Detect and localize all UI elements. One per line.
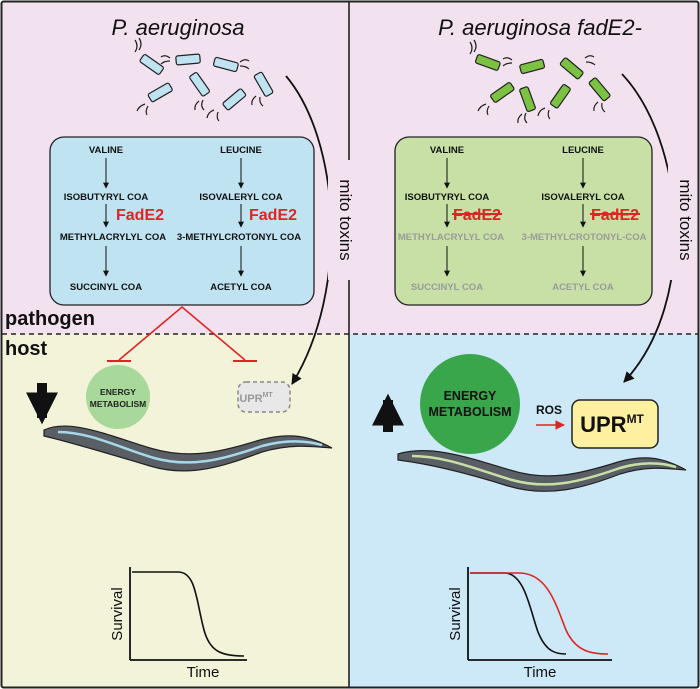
wt-enzyme-b: FadE2	[249, 207, 297, 224]
wt-energy-line2: METABOLISM	[90, 399, 147, 409]
wt-upr-sup: MT	[263, 392, 274, 399]
wt-acetyl: ACETYL COA	[210, 282, 272, 293]
wt-isobutyryl: ISOBUTYRYL COA	[64, 192, 149, 203]
wt-bacteria-cluster	[134, 37, 274, 122]
right-panel-title: P. aeruginosa fadE2-	[438, 15, 642, 40]
mutant-succinyl: SUCCINYL COA	[411, 282, 483, 293]
mutant-mito-toxins-label-bg	[668, 160, 690, 280]
mutant-survival-ylabel: Survival	[447, 587, 464, 640]
mutant-enzyme-b: FadE2	[591, 207, 639, 224]
mutant-mito-toxins-label: mito toxins	[676, 179, 695, 260]
left-panel-title: P. aeruginosa	[112, 15, 245, 40]
mutant-methylcrotonyl: 3-METHYLCROTONYL-COA	[522, 232, 647, 243]
inhibition-lines	[118, 305, 246, 361]
mutant-upr-base: UPR	[580, 412, 627, 437]
mutant-survival-xlabel: Time	[524, 664, 557, 681]
mutant-energy-line2: METABOLISM	[428, 405, 511, 419]
mutant-leucine: LEUCINE	[562, 145, 604, 156]
wt-energy-metabolism-circle	[86, 365, 150, 429]
wt-methylacrylyl: METHYLACRYLYL COA	[60, 232, 166, 243]
ros-label: ROS	[536, 403, 562, 417]
mutant-isovaleryl: ISOVALERYL COA	[541, 192, 624, 203]
wt-upr-base: UPR	[239, 393, 262, 405]
mutant-survival-curve-wt	[470, 572, 567, 655]
mutant-pathway-box	[394, 136, 653, 306]
wt-upr-box	[237, 381, 291, 413]
mutant-upr-sup: MT	[627, 412, 645, 426]
host-label: host	[5, 338, 48, 360]
mutant-energy-metabolism-circle	[420, 354, 520, 454]
mutant-survival-curve-fadE2	[470, 572, 609, 655]
mutant-valine: VALINE	[430, 145, 464, 156]
mutant-upr-box	[571, 399, 659, 449]
mutant-methylacrylyl: METHYLACRYLYL COA	[398, 232, 504, 243]
wt-succinyl: SUCCINYL COA	[70, 282, 142, 293]
mutant-enzyme-a: FadE2	[453, 207, 501, 224]
wt-mito-toxins-label-bg	[328, 160, 350, 280]
host-right-background	[349, 334, 698, 687]
wt-survival-xlabel: Time	[187, 664, 220, 681]
mutant-worm-icon	[397, 450, 687, 492]
mutant-acetyl: ACETYL COA	[552, 282, 614, 293]
mutant-energy-line1: ENERGY	[444, 389, 497, 403]
wt-survival-plot: Survival Time	[109, 567, 247, 681]
wt-mito-toxins-label: mito toxins	[336, 179, 355, 260]
pathogen-label: pathogen	[5, 308, 95, 330]
wt-pathway-box	[49, 136, 315, 306]
wt-methylcrotonyl: 3-METHYLCROTONYL COA	[177, 232, 301, 243]
wt-upr-label: UPRMT	[239, 392, 273, 405]
wt-worm-icon	[43, 425, 333, 472]
wt-enzyme-a: FadE2	[116, 207, 164, 224]
mutant-bacteria-cluster	[469, 39, 611, 124]
wt-isovaleryl: ISOVALERYL COA	[199, 192, 282, 203]
mutant-isobutyryl: ISOBUTYRYL COA	[405, 192, 490, 203]
wt-survival-ylabel: Survival	[109, 587, 126, 640]
wt-leucine: LEUCINE	[220, 145, 262, 156]
host-left-background	[2, 334, 349, 687]
wt-survival-curve	[132, 571, 245, 657]
mutant-survival-plot: Survival Time	[447, 567, 612, 681]
wt-energy-line1: ENERGY	[100, 387, 136, 397]
mutant-upr-label: UPRMT	[580, 412, 644, 437]
wt-valine: VALINE	[89, 145, 123, 156]
